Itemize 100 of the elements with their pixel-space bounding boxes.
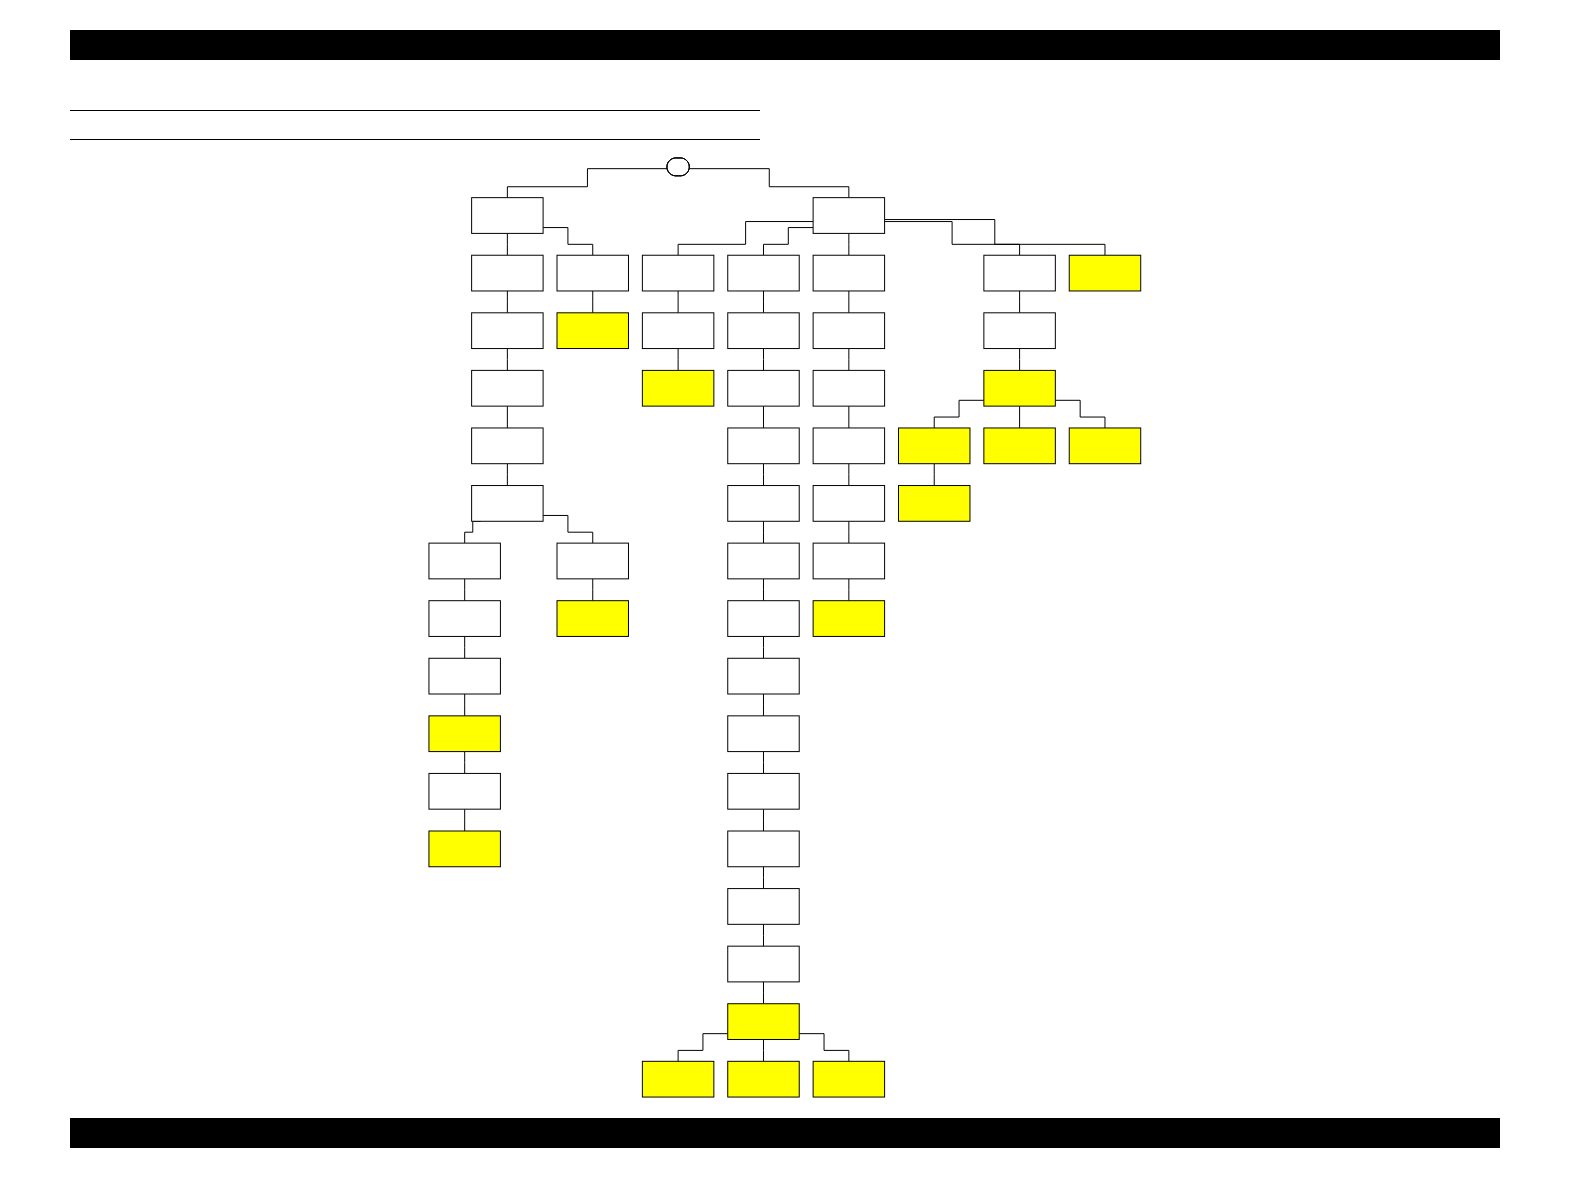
connector: [542, 227, 594, 256]
connector: [848, 348, 850, 371]
node-box: [471, 485, 544, 522]
connector: [507, 463, 509, 487]
connector: [763, 578, 765, 602]
node-box: [727, 772, 800, 810]
node-box: [428, 657, 502, 695]
node-box: [727, 427, 800, 465]
node-box: [642, 1060, 715, 1098]
connector: [464, 578, 466, 602]
node-box: [556, 254, 630, 292]
node-box: [812, 427, 886, 465]
connector: [592, 290, 594, 314]
node-box: [471, 369, 544, 407]
connector: [464, 635, 466, 659]
node-box: [983, 312, 1056, 350]
connector: [848, 232, 850, 256]
connector: [763, 693, 765, 717]
connector: [677, 348, 679, 371]
connector: [848, 578, 850, 602]
node-box: [812, 485, 886, 522]
connector: [848, 405, 850, 429]
connector: [763, 290, 765, 314]
connector: [1019, 348, 1021, 371]
connector: [677, 290, 679, 314]
connector: [592, 578, 594, 602]
connector: [507, 168, 669, 199]
node-box: [983, 254, 1056, 292]
node-box: [471, 254, 544, 292]
connector: [848, 463, 850, 487]
connector: [542, 514, 594, 544]
connector: [763, 520, 765, 544]
node-box: [556, 542, 630, 580]
connector: [763, 866, 765, 890]
node-box: [428, 772, 502, 810]
node-box: [727, 312, 800, 350]
node-box: [812, 369, 886, 407]
node-box: [727, 369, 800, 407]
connector: [507, 290, 509, 314]
node-box: [812, 312, 886, 350]
node-box: [642, 254, 715, 292]
node-box: [812, 254, 886, 292]
connector: [884, 221, 1021, 256]
connector: [677, 221, 814, 256]
node-box: [812, 600, 886, 637]
node-box: [812, 1060, 886, 1098]
node-box: [898, 485, 971, 522]
node-box: [1068, 254, 1142, 292]
connector: [464, 751, 466, 774]
node-box: [727, 888, 800, 925]
connector: [507, 232, 509, 256]
node-box: [983, 369, 1056, 407]
connector: [848, 290, 850, 314]
node-box: [471, 312, 544, 350]
connector: [763, 227, 814, 256]
node-box: [727, 715, 800, 753]
connector: [763, 981, 765, 1005]
connector: [763, 405, 765, 429]
connector: [464, 693, 466, 717]
connector: [884, 219, 1106, 256]
connector: [933, 463, 935, 487]
connector: [689, 168, 850, 199]
connector: [1019, 290, 1021, 314]
node-box: [642, 369, 715, 407]
connector: [763, 923, 765, 947]
connector: [677, 1033, 729, 1062]
node-box: [428, 542, 502, 580]
node-box: [727, 1060, 800, 1098]
node-box: [727, 945, 800, 983]
node-box: [556, 600, 630, 637]
node-box: [727, 542, 800, 580]
node-box: [642, 312, 715, 350]
connector: [507, 405, 509, 429]
node-box: [983, 427, 1056, 465]
node-box: [428, 600, 502, 637]
connector: [933, 399, 985, 429]
connector: [507, 348, 509, 371]
node-box: [727, 600, 800, 637]
connector: [848, 520, 850, 544]
node-box: [727, 657, 800, 695]
node-box: [727, 830, 800, 868]
node-box: [898, 427, 971, 465]
connector: [1055, 399, 1106, 429]
node-box: [812, 542, 886, 580]
connector: [763, 348, 765, 371]
node-box: [471, 197, 544, 234]
connector: [763, 1038, 765, 1062]
connector: [763, 808, 765, 832]
node-box: [556, 312, 630, 350]
connector: [763, 635, 765, 659]
connector: [763, 463, 765, 487]
node-box: [471, 427, 544, 465]
connector: [1019, 405, 1021, 429]
node-box: [727, 485, 800, 522]
node-box: [727, 1003, 800, 1040]
node-box: [428, 830, 502, 868]
node-box: [1068, 427, 1142, 465]
node-box: [428, 715, 502, 753]
connector: [763, 751, 765, 774]
node-box: [727, 254, 800, 292]
